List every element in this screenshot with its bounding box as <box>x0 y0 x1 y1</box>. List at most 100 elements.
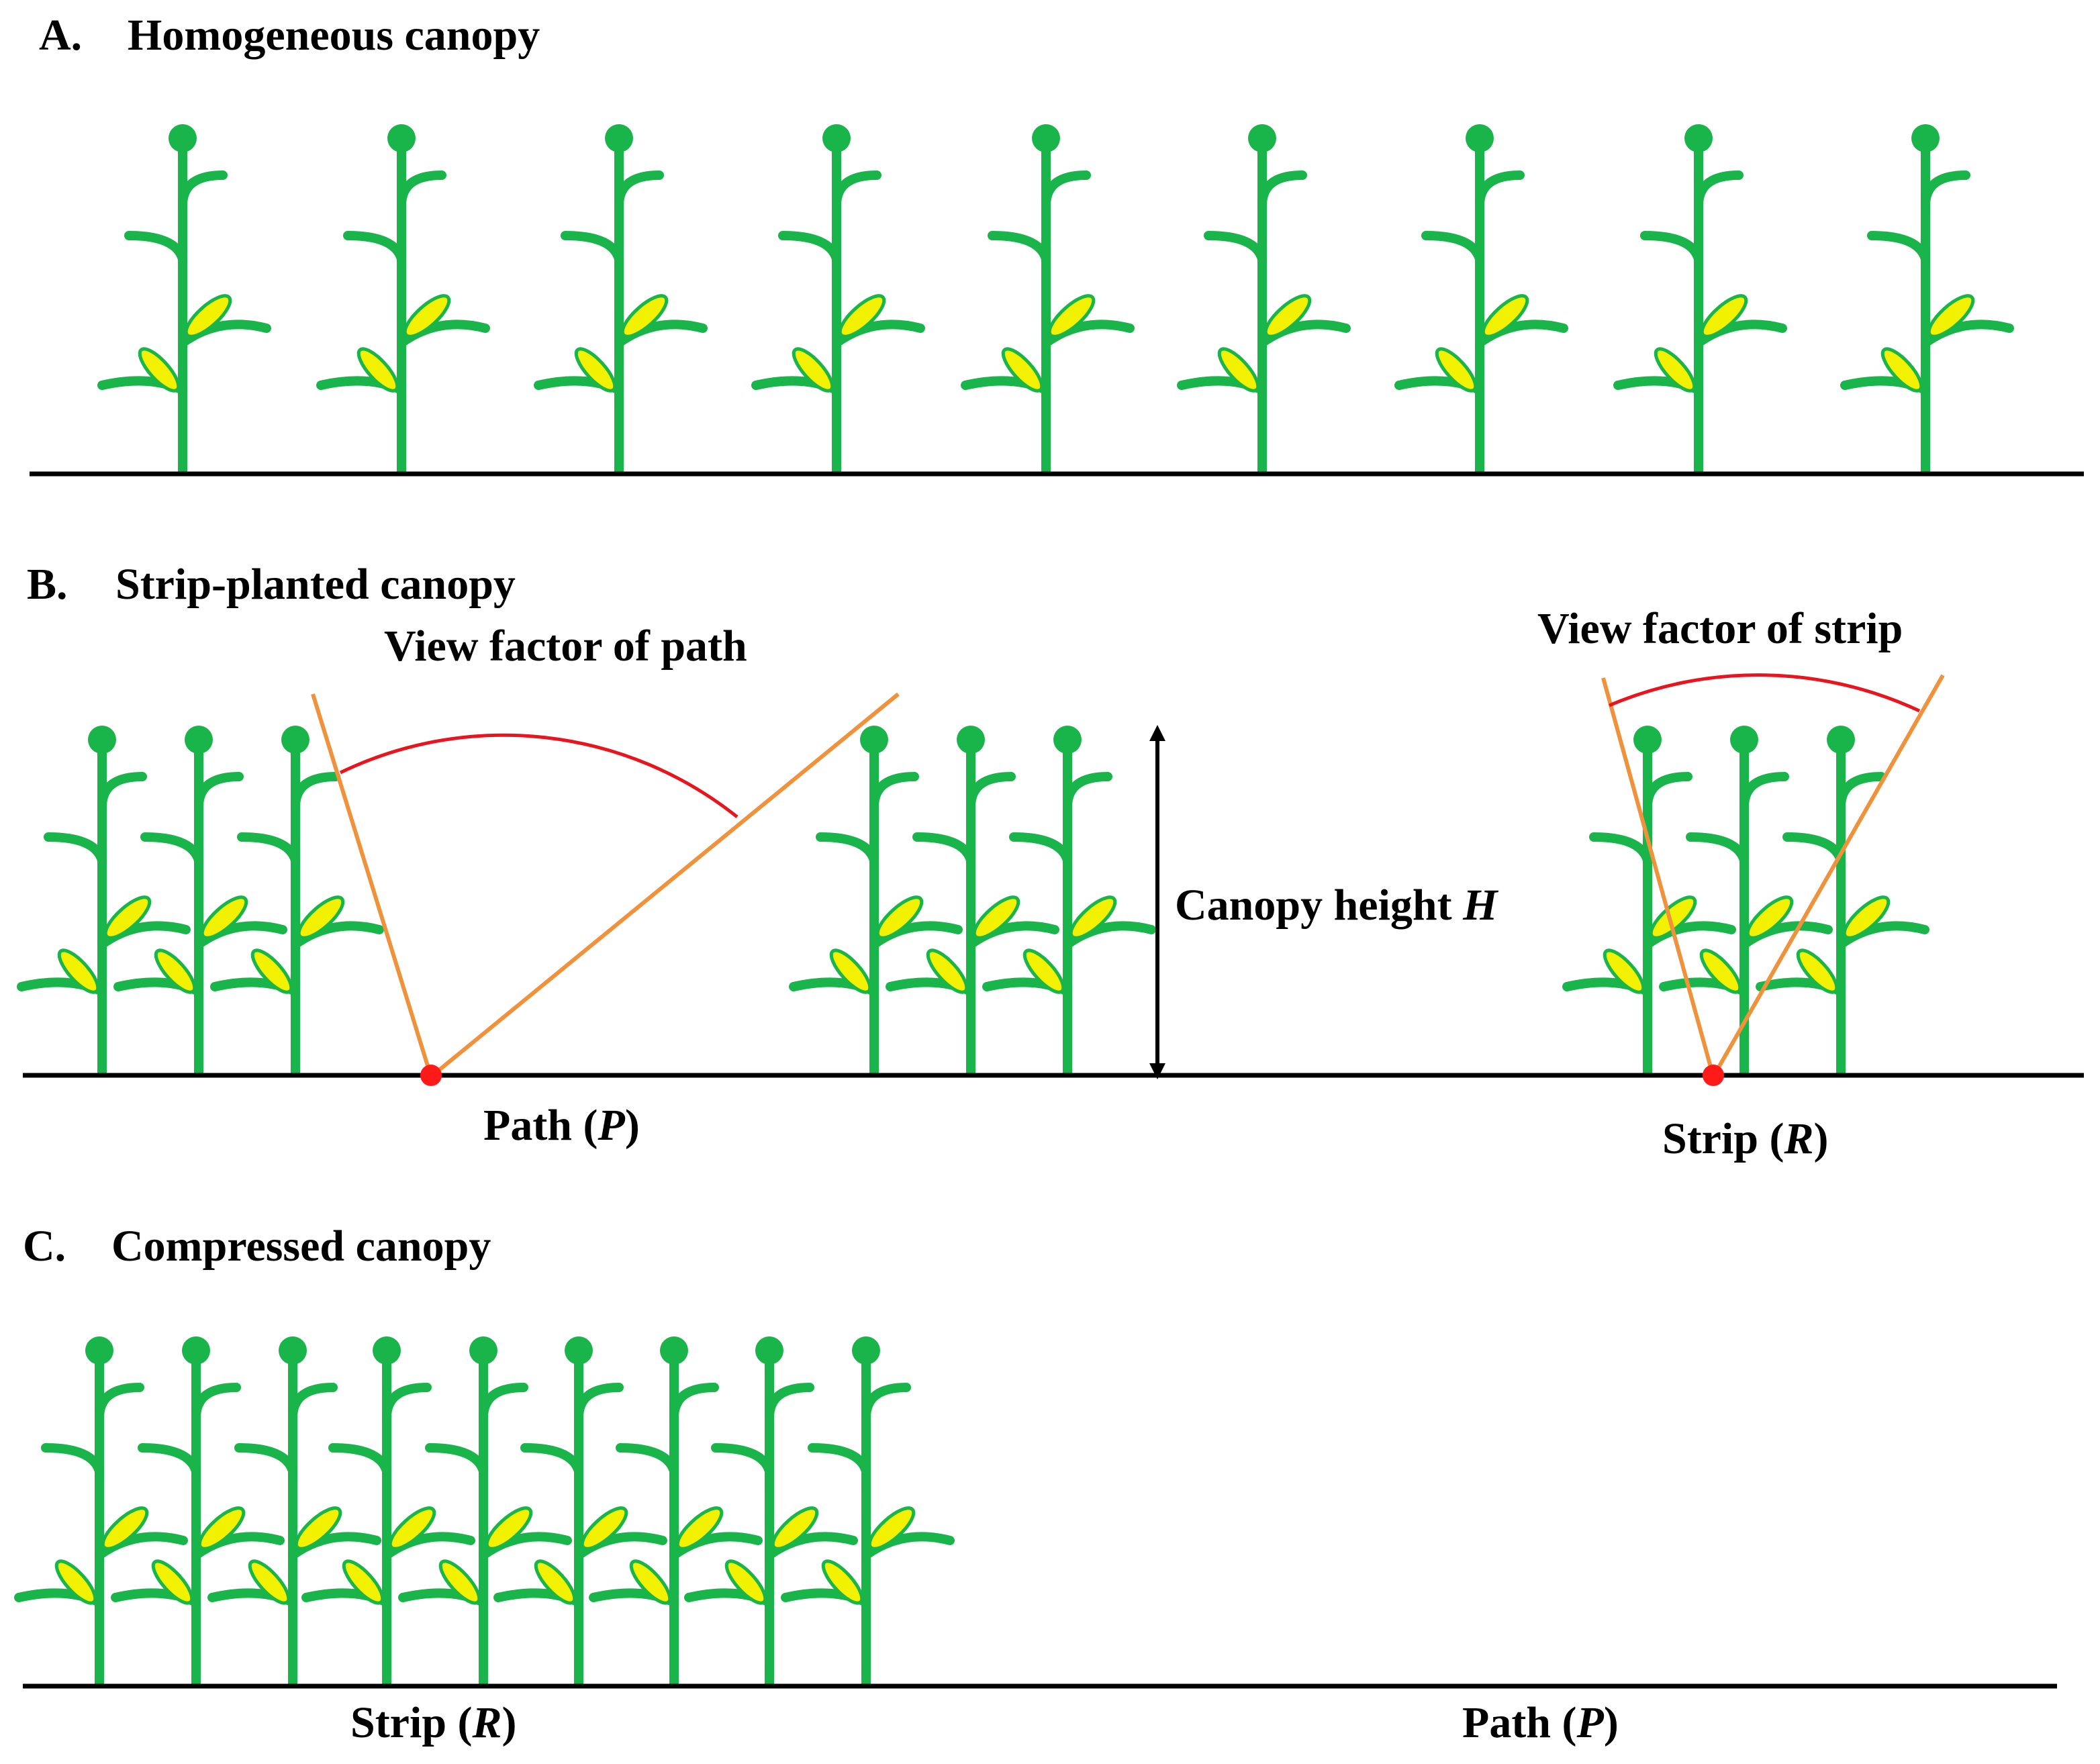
maize-plant <box>210 726 384 1075</box>
leaf <box>1257 170 1307 210</box>
cob <box>1263 294 1312 338</box>
maize-plant <box>1177 124 1351 474</box>
leaf <box>194 772 244 812</box>
leaf <box>1063 772 1112 812</box>
cob <box>1927 294 1975 338</box>
cob <box>1700 294 1748 338</box>
cob <box>297 895 345 940</box>
cob <box>403 294 451 338</box>
tassel <box>1730 726 1758 754</box>
strip-point <box>1703 1065 1724 1086</box>
cob <box>1022 948 1065 994</box>
cob <box>342 1559 385 1605</box>
leaf <box>966 772 1016 812</box>
maize-plant <box>886 726 1059 1075</box>
maize-plant <box>301 1336 475 1686</box>
cob <box>629 1559 672 1605</box>
leaf <box>479 1383 528 1422</box>
cob <box>867 1506 916 1551</box>
tassel <box>755 1336 783 1365</box>
panel-a-homogeneous: A. Homogeneous canopy <box>30 11 2084 477</box>
leaf <box>1694 170 1744 210</box>
leaf <box>520 1443 583 1476</box>
tassel <box>660 1336 688 1365</box>
cob <box>1654 347 1697 393</box>
leaf <box>291 772 340 812</box>
tassel <box>1827 726 1855 754</box>
tassel <box>822 124 851 152</box>
cob <box>138 347 181 393</box>
cob <box>580 1506 628 1551</box>
cob <box>1746 895 1794 940</box>
view-factor-strip-label: View factor of strip <box>1537 604 1903 653</box>
plants-strips-b <box>17 726 1929 1075</box>
tassel <box>469 1336 497 1365</box>
tassel <box>1633 726 1662 754</box>
cob <box>388 1506 436 1551</box>
leaf <box>1643 772 1692 812</box>
tassel <box>169 124 197 152</box>
maize-plant <box>111 1336 285 1686</box>
maize-plant <box>1613 124 1787 474</box>
cob <box>1217 347 1260 393</box>
cob <box>1435 347 1478 393</box>
leaf <box>234 1443 297 1476</box>
panel-c-title: Compressed canopy <box>111 1222 491 1271</box>
leaf <box>97 772 147 812</box>
maize-plant <box>207 1336 381 1686</box>
tassel <box>281 726 309 754</box>
cob <box>926 948 969 994</box>
leaf <box>912 832 975 865</box>
leaf <box>861 1383 911 1422</box>
cob <box>151 1559 194 1605</box>
leaf <box>574 1383 624 1422</box>
tassel <box>85 1336 113 1365</box>
leaf <box>343 231 406 264</box>
tassel <box>860 726 888 754</box>
canopy-height-label: Canopy height H <box>1175 881 1499 930</box>
leaf <box>561 231 624 264</box>
leaf <box>1421 231 1484 264</box>
strip-label-c: Strip (R) <box>350 1698 517 1747</box>
tassel <box>852 1336 880 1365</box>
leaf <box>1867 231 1930 264</box>
panel-b-title: Strip-planted canopy <box>115 560 516 609</box>
leaf <box>832 170 881 210</box>
cob <box>356 347 399 393</box>
tassel <box>605 124 633 152</box>
path-label-b: Path (P) <box>483 1101 640 1150</box>
cob <box>829 948 872 994</box>
cob <box>485 1506 533 1551</box>
leaf <box>711 1443 774 1476</box>
cob <box>1842 895 1891 940</box>
cob <box>57 948 100 994</box>
cob <box>1047 294 1096 338</box>
cob <box>103 895 152 940</box>
tassel <box>565 1336 593 1365</box>
view-line-path-right <box>430 692 900 1079</box>
cob <box>1481 294 1529 338</box>
leaf <box>1836 772 1886 812</box>
panel-b-strip-planted: B. Strip-planted canopy View factor of p… <box>17 560 2084 1163</box>
leaf <box>616 1443 679 1476</box>
maize-plant <box>17 726 191 1075</box>
leaf <box>1009 832 1072 865</box>
leaf <box>1204 231 1267 264</box>
tassel <box>1684 124 1713 152</box>
leaf <box>816 832 879 865</box>
tassel <box>88 726 116 754</box>
cob <box>101 1506 149 1551</box>
leaf <box>869 772 919 812</box>
leaf <box>237 832 300 865</box>
leaf <box>41 1443 104 1476</box>
cob <box>250 948 293 994</box>
leaf <box>808 1443 871 1476</box>
leaf <box>1475 170 1525 210</box>
leaf <box>1739 772 1789 812</box>
panel-c-letter: C. <box>23 1222 66 1271</box>
maize-plant <box>316 124 490 474</box>
view-factor-path-label: View factor of path <box>384 622 747 671</box>
plants-row-c <box>14 1336 955 1686</box>
maize-plant <box>97 124 271 474</box>
